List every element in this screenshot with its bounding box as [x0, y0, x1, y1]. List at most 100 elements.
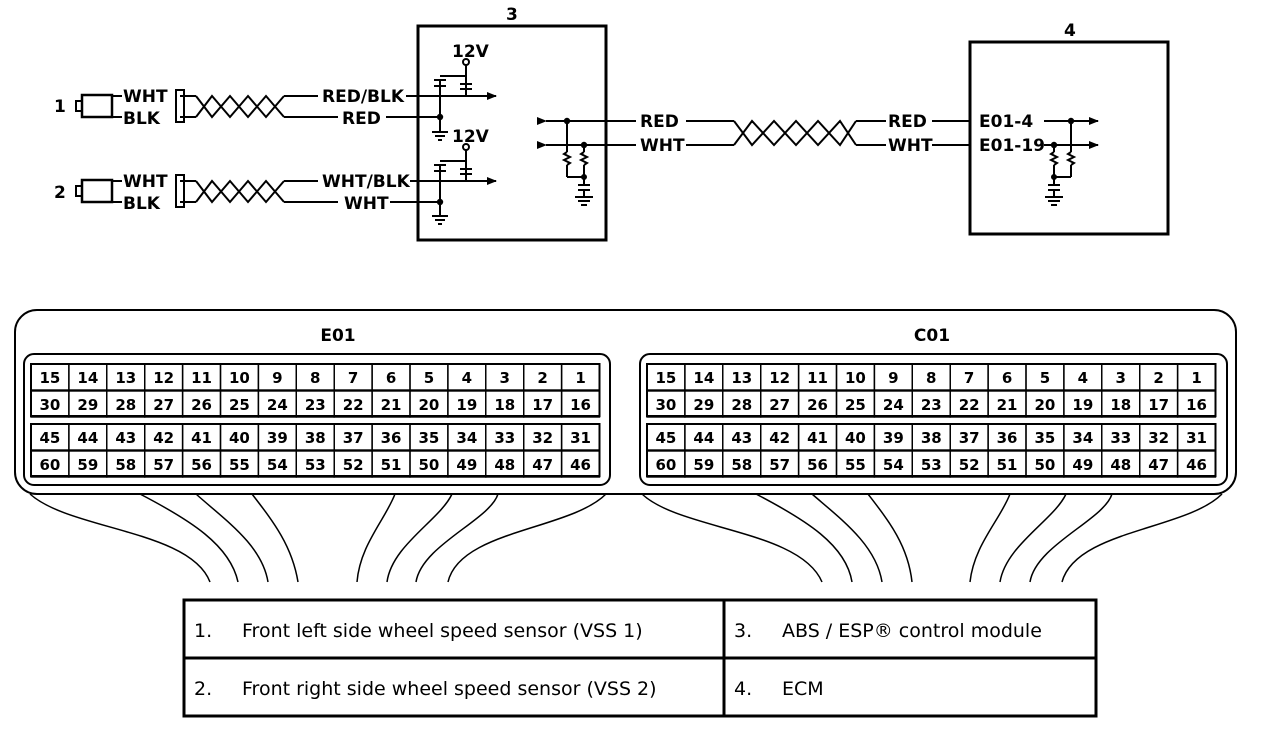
e01-pin-label: 51	[381, 456, 402, 474]
s1-wire-bottom-label: BLK	[123, 109, 161, 129]
legend-item-1-number: 1.	[194, 620, 212, 642]
connector-e01-title: E01	[320, 326, 355, 346]
e01-pin-label: 45	[40, 429, 61, 447]
e01-pin-label: 39	[267, 429, 288, 447]
c01-pin-label: 3	[1116, 369, 1126, 387]
abs-input2-top-label: WHT/BLK	[322, 172, 411, 192]
c01-pin-label: 44	[693, 429, 714, 447]
c01-pin-label: 23	[921, 396, 942, 414]
legend-item-3-text: ABS / ESP® control module	[782, 620, 1042, 642]
c01-pin-label: 37	[959, 429, 980, 447]
c01-pin-label: 24	[883, 396, 904, 414]
e01-pin-label: 6	[386, 369, 396, 387]
c01-pin-label: 58	[731, 456, 752, 474]
e01-pin-label: 59	[77, 456, 98, 474]
c01-pin-label: 18	[1110, 396, 1131, 414]
ecm	[968, 40, 1170, 236]
e01-pin-label: 60	[40, 456, 61, 474]
e01-pin-label: 13	[115, 369, 136, 387]
harness-left	[29, 493, 607, 583]
e01-pin-label: 10	[229, 369, 250, 387]
e01-pin-label: 34	[456, 429, 477, 447]
c01-pin-label: 60	[656, 456, 677, 474]
ecm-terminal-e01-19: E01-19	[979, 136, 1045, 156]
c01-pin-label: 49	[1072, 456, 1093, 474]
c01-pin-label: 33	[1110, 429, 1131, 447]
c01-pin-label: 40	[845, 429, 866, 447]
e01-pin-label: 9	[272, 369, 282, 387]
c01-pin-label: 55	[845, 456, 866, 474]
c01-pin-label: 12	[769, 369, 790, 387]
c01-pin-label: 51	[997, 456, 1018, 474]
c01-pin-label: 13	[731, 369, 752, 387]
c01-pin-label: 34	[1072, 429, 1093, 447]
e01-pin-label: 5	[424, 369, 434, 387]
s1-wire-top-label: WHT	[123, 87, 168, 107]
c01-pin-cell	[1176, 423, 1217, 451]
c01-pin-label: 4	[1078, 369, 1088, 387]
c01-pin-label: 50	[1035, 456, 1056, 474]
c01-pin-label: 42	[769, 429, 790, 447]
s2-wire-top-label: WHT	[123, 172, 168, 192]
legend-table	[182, 598, 1098, 718]
e01-pin-label: 50	[419, 456, 440, 474]
c01-pin-label: 59	[693, 456, 714, 474]
c01-pin-label: 14	[693, 369, 714, 387]
e01-pin-label: 49	[456, 456, 477, 474]
c01-pin-label: 57	[769, 456, 790, 474]
e01-pin-label: 54	[267, 456, 288, 474]
supply-12v-1: 12V	[452, 42, 490, 62]
e01-pin-label: 1	[575, 369, 585, 387]
ecm-terminal-e01-4: E01-4	[979, 112, 1033, 132]
e01-pin-label: 22	[343, 396, 364, 414]
e01-pin-label: 16	[570, 396, 591, 414]
e01-pin-label: 20	[419, 396, 440, 414]
e01-pin-label: 33	[494, 429, 515, 447]
c01-pin-label: 16	[1186, 396, 1207, 414]
e01-pin-cell	[560, 390, 601, 418]
c01-pin-label: 56	[807, 456, 828, 474]
c01-pin-label: 30	[656, 396, 677, 414]
e01-pin-label: 4	[462, 369, 472, 387]
e01-pin-label: 48	[494, 456, 515, 474]
e01-pin-label: 3	[500, 369, 510, 387]
c01-pin-label: 22	[959, 396, 980, 414]
c01-pin-label: 53	[921, 456, 942, 474]
legend-item-1-text: Front left side wheel speed sensor (VSS …	[242, 620, 643, 642]
sensor-2	[75, 174, 338, 208]
c01-pin-label: 26	[807, 396, 828, 414]
c01-pin-label: 43	[731, 429, 752, 447]
legend-item-4-number: 4.	[734, 678, 752, 700]
can-link-wires	[686, 119, 970, 147]
e01-pin-label: 38	[305, 429, 326, 447]
e01-pin-label: 18	[494, 396, 515, 414]
c01-pin-label: 8	[926, 369, 936, 387]
c01-pin-label: 48	[1110, 456, 1131, 474]
c01-pin-label: 15	[656, 369, 677, 387]
c01-pin-label: 41	[807, 429, 828, 447]
supply-12v-2: 12V	[452, 127, 490, 147]
abs-out-bottom-label: WHT	[640, 136, 685, 156]
e01-pin-label: 7	[348, 369, 358, 387]
c01-pin-label: 2	[1153, 369, 1163, 387]
e01-pin-cell	[560, 423, 601, 451]
ecm-in-top-label: RED	[888, 112, 927, 132]
c01-pin-label: 27	[769, 396, 790, 414]
c01-pin-label: 1	[1191, 369, 1201, 387]
e01-pin-label: 35	[419, 429, 440, 447]
c01-pin-label: 35	[1035, 429, 1056, 447]
e01-pin-label: 30	[40, 396, 61, 414]
e01-pin-label: 27	[153, 396, 174, 414]
e01-pin-label: 52	[343, 456, 364, 474]
c01-pin-label: 6	[1002, 369, 1012, 387]
e01-pin-label: 17	[532, 396, 553, 414]
c01-pin-cell	[1176, 363, 1217, 391]
e01-pin-label: 12	[153, 369, 174, 387]
c01-pin-label: 9	[888, 369, 898, 387]
e01-pin-label: 37	[343, 429, 364, 447]
ecm-number: 4	[1064, 21, 1076, 41]
sensor-1-number: 1	[54, 97, 66, 117]
c01-pin-label: 47	[1148, 456, 1169, 474]
e01-pin-label: 53	[305, 456, 326, 474]
